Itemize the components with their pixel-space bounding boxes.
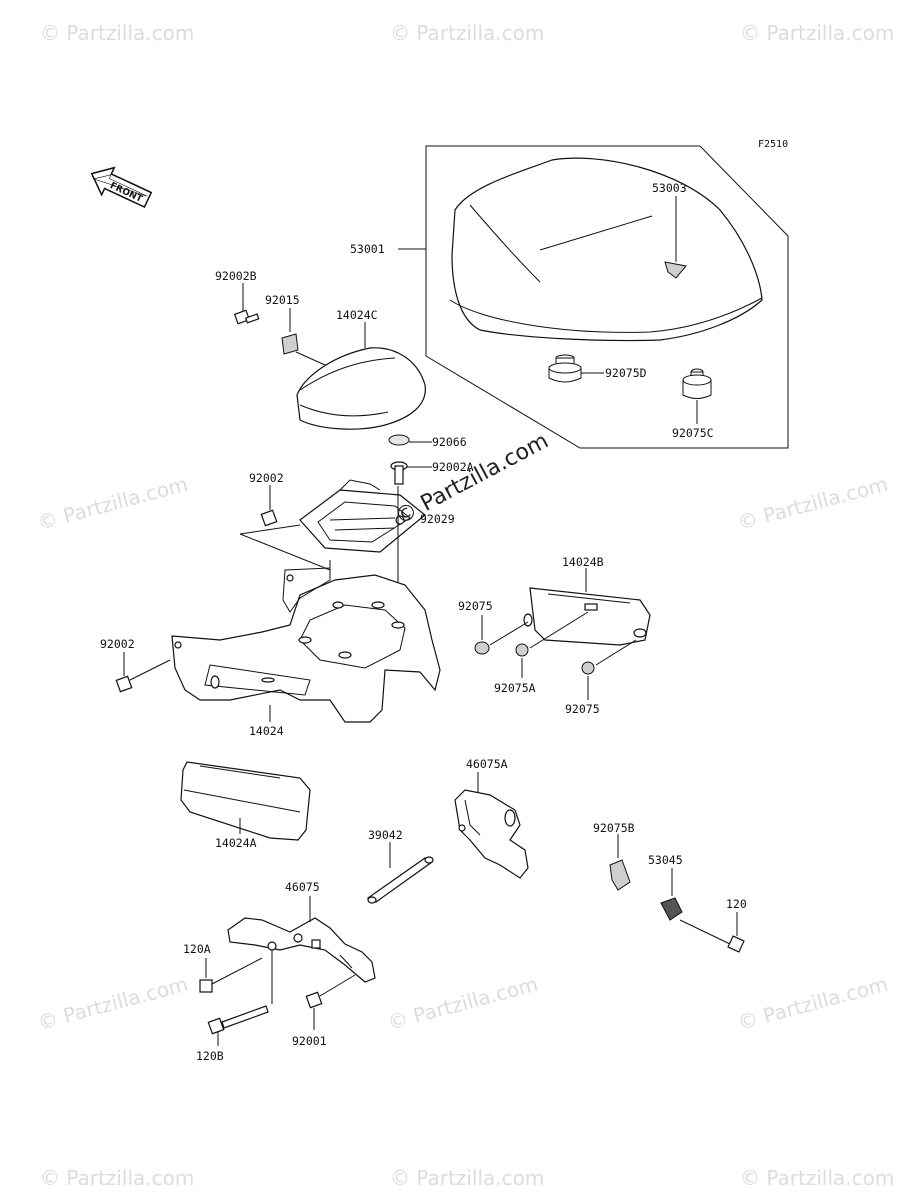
part-label-92075B: 92075B (593, 821, 635, 835)
damper-92075C (682, 368, 712, 399)
part-label-92075C: 92075C (672, 426, 714, 440)
watermark: © Partzilla.com (390, 21, 544, 45)
clip-92015 (281, 308, 326, 366)
part-label-92002B: 92002B (215, 269, 257, 283)
grommet-92075A (515, 611, 589, 678)
cap-92066 (388, 434, 432, 446)
watermark: © Partzilla.com (735, 972, 890, 1035)
bolt-92002-top (260, 485, 278, 527)
bolt-92002A (390, 461, 432, 485)
part-label-92002A: 92002A (432, 460, 474, 474)
lock-lever-46075 (227, 896, 376, 983)
part-label-46075: 46075 (285, 880, 320, 894)
part-label-39042: 39042 (368, 828, 403, 842)
damper-92075B (609, 834, 631, 891)
part-label-92029: 92029 (420, 512, 455, 526)
part-label-53003: 53003 (652, 181, 687, 195)
part-label-14024C: 14024C (336, 308, 378, 322)
part-label-92075D: 92075D (605, 366, 647, 380)
part-label-14024: 14024 (249, 724, 284, 738)
front-arrow-icon: FRONT (90, 166, 153, 209)
part-label-92066: 92066 (432, 435, 467, 449)
side-cover-14024B (523, 568, 651, 646)
part-label-14024A: 14024A (215, 836, 257, 850)
bolt-120A (199, 957, 263, 993)
watermark: © Partzilla.com (35, 472, 190, 535)
bolt-120B (207, 950, 273, 1046)
damper-92075D (548, 354, 582, 383)
part-label-92075-left: 92075 (458, 599, 493, 613)
bolt-92002B (233, 283, 260, 325)
grab-plate (239, 479, 426, 571)
pillion-seat: 14024C (296, 308, 426, 430)
grommet-92075-left (474, 615, 529, 655)
bolt-92002-left (115, 652, 171, 693)
part-label-92002-top: 92002 (249, 471, 284, 485)
watermark: © Partzilla.com (40, 1166, 194, 1190)
part-label-46075A: 46075A (466, 757, 508, 771)
part-label-14024B: 14024B (562, 555, 604, 569)
watermark: © Partzilla.com (35, 972, 190, 1035)
bracket-46075A (454, 772, 529, 879)
watermark: © Partzilla.com (385, 972, 540, 1035)
side-cover-14024A (180, 761, 311, 841)
seat-assembly: 53003 53001 92075D 92075C (350, 145, 789, 449)
bolt-120 (679, 912, 745, 953)
part-label-53045: 53045 (648, 853, 683, 867)
part-label-53001: 53001 (350, 242, 385, 256)
part-label-92015: 92015 (265, 293, 300, 307)
watermark: © Partzilla.com (390, 1166, 544, 1190)
rod-39042 (366, 842, 434, 904)
watermark: © Partzilla.com (740, 1166, 894, 1190)
figure-code: F2510 (758, 139, 788, 150)
part-label-92001: 92001 (292, 1034, 327, 1048)
center-watermark: © Partzilla.com (391, 429, 553, 531)
holder-53045 (660, 868, 683, 921)
part-label-120: 120 (726, 897, 747, 911)
watermark: © Partzilla.com (740, 21, 894, 45)
watermark: © Partzilla.com (40, 21, 194, 45)
part-label-92002-left: 92002 (100, 637, 135, 651)
rear-cowl-frame-14024 (171, 567, 441, 723)
grommet-92075-right (581, 639, 637, 700)
watermark: © Partzilla.com (735, 472, 890, 535)
bolt-92001 (305, 974, 356, 1030)
part-label-120B: 120B (196, 1049, 224, 1063)
part-label-120A: 120A (183, 942, 211, 956)
part-label-92075-right: 92075 (565, 702, 600, 716)
part-label-92075A: 92075A (494, 681, 536, 695)
